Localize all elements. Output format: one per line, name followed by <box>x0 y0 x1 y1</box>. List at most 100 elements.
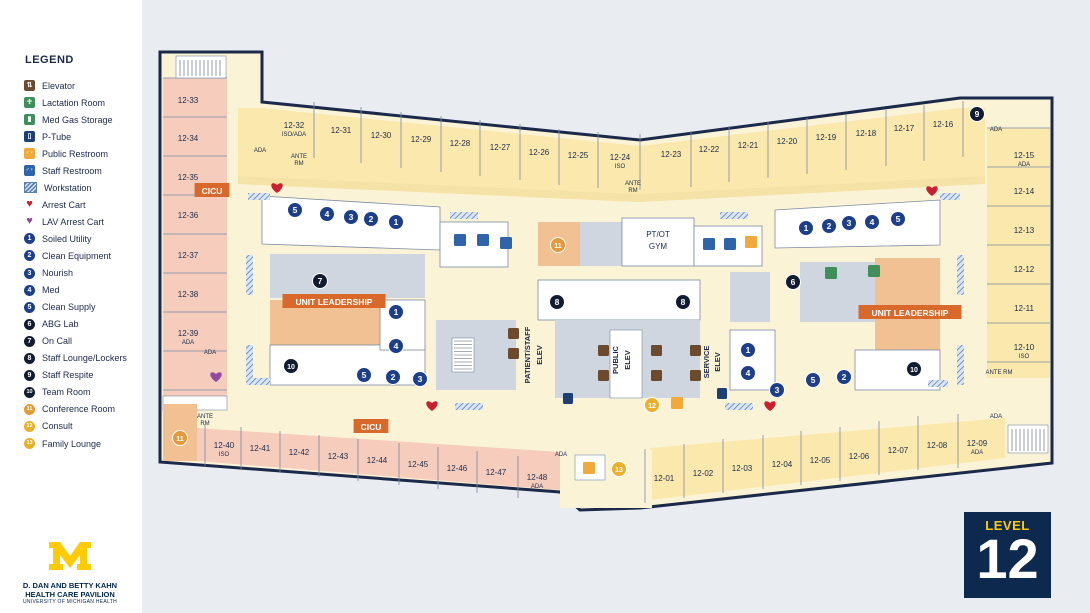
room-label: 12-19 <box>816 133 837 142</box>
med-gas-icon: ▮ <box>24 114 35 126</box>
area-label: ADA <box>990 414 1002 420</box>
room-marker-label: 11 <box>176 436 184 443</box>
right-patient-band <box>987 128 1050 378</box>
legend-item-label: Staff Respite <box>42 370 94 381</box>
right-small-grey <box>730 272 770 322</box>
ptube-icon <box>717 388 727 399</box>
room-marker-label: 10 <box>287 364 295 371</box>
legend-title: LEGEND <box>25 54 74 66</box>
legend-item-label: Conference Room <box>42 404 116 415</box>
num-5-icon: 5 <box>24 301 35 313</box>
room-label: 12-38 <box>178 290 199 299</box>
room-label: 12-34 <box>178 134 199 143</box>
room-label: 12-05 <box>810 456 831 465</box>
room-label: 12-26 <box>529 148 550 157</box>
room-label: 12-17 <box>894 124 915 133</box>
right-side-rooms <box>729 329 776 391</box>
area-label: ANTE <box>197 414 213 420</box>
room-marker-icon <box>836 369 852 385</box>
restroom-icon <box>500 237 512 249</box>
room-marker-icon <box>412 371 428 387</box>
workstation-icon <box>248 193 270 200</box>
room-label: 12-29 <box>411 135 432 144</box>
room-label: 12-04 <box>772 460 793 469</box>
room-label: 12-28 <box>450 139 471 148</box>
room-marker-label: 6 <box>791 277 796 287</box>
room-marker-icon <box>550 237 566 253</box>
area-label: ANTE RM <box>986 370 1013 376</box>
room-marker-label: 1 <box>394 217 399 227</box>
room-label: 12-46 <box>447 464 468 473</box>
elevator-icon <box>651 345 662 356</box>
workstation-icon <box>940 193 960 200</box>
room-label: 12-20 <box>777 137 798 146</box>
room-marker-label: 9 <box>975 109 980 119</box>
restroom-icon <box>745 236 757 248</box>
room-marker-icon <box>363 211 379 227</box>
level-badge: LEVEL 12 <box>964 512 1051 598</box>
room-marker-icon <box>287 202 303 218</box>
lav-arrest-cart-icon: ♥ <box>26 215 33 228</box>
area-label: RM <box>200 421 209 427</box>
room-label: 12-10 <box>1014 343 1035 352</box>
arrest-cart-icon <box>426 401 438 411</box>
workstation-icon <box>246 345 253 385</box>
area-label: ADA <box>990 127 1002 133</box>
top-band-edge <box>238 176 985 202</box>
legend-item-label: Lactation Room <box>42 97 106 108</box>
room-marker-icon <box>969 106 985 122</box>
elevator-icon <box>598 345 609 356</box>
restroom-icon <box>671 397 683 409</box>
room-marker-icon <box>841 215 857 231</box>
room-marker-label: 1 <box>394 307 399 317</box>
workstation-icon <box>725 403 753 410</box>
room-marker-icon <box>388 214 404 230</box>
legend-item: ♱Lactation Room <box>24 94 127 111</box>
workstation-icon <box>450 212 478 219</box>
legend-item-label: Med Gas Storage <box>42 114 113 125</box>
restroom-icon <box>454 234 466 246</box>
room-marker-label: 7 <box>318 276 323 286</box>
arrest-cart-icon: ♥ <box>26 198 33 211</box>
elevator-icon <box>651 370 662 381</box>
unit-tag <box>858 305 962 319</box>
room-labels: 12-3312-3412-3512-3612-3712-3812-39ADA12… <box>178 96 1035 490</box>
room-marker-label: 4 <box>394 341 399 351</box>
room-marker-icon <box>769 382 785 398</box>
block-m-logo-icon <box>49 542 91 570</box>
med-gas-icon <box>868 265 880 277</box>
room-label: 12-18 <box>856 129 877 138</box>
legend-item-label: Soiled Utility <box>42 233 92 244</box>
center-staff-restrooms <box>439 221 509 268</box>
left-grey-core <box>270 254 425 298</box>
num-11-icon: 11 <box>24 403 35 415</box>
room-label: 12-35 <box>178 173 199 182</box>
room-sublabel: ADA <box>1018 162 1030 168</box>
family-lounge <box>560 450 652 508</box>
workstation-icon <box>957 255 964 295</box>
unit-tag <box>282 294 386 308</box>
room-label: 12-30 <box>371 131 392 140</box>
legend-item-label: Family Lounge <box>42 438 102 449</box>
logo-line-3: UNIVERSITY OF MICHIGAN HEALTH <box>22 599 118 605</box>
arrest-cart-icon <box>210 372 222 382</box>
stair-block <box>175 55 227 79</box>
room-marker-icon <box>549 294 565 310</box>
legend-panel: LEGEND ⇅Elevator♱Lactation Room▮Med Gas … <box>0 0 142 613</box>
legend-item: ▮ Med Gas Storage <box>24 111 127 128</box>
restroom-icon <box>583 462 595 474</box>
pavilion-logo: D. DAN AND BETTY KAHN HEALTH CARE PAVILI… <box>10 540 130 605</box>
room-marker-label: 5 <box>362 370 367 380</box>
legend-item: ♥LAV Arrest Cart <box>24 213 127 230</box>
elevator-icon <box>690 345 701 356</box>
legend-item-label: Med <box>42 285 60 296</box>
bottom-cicu-band <box>197 428 560 490</box>
public-restroom-icon: ♂♀ <box>24 148 35 160</box>
num-13-icon: 13 <box>24 438 35 449</box>
workstation-icon <box>250 378 270 385</box>
top-patient-band <box>238 108 985 194</box>
level-label: LEVEL <box>985 518 1030 533</box>
